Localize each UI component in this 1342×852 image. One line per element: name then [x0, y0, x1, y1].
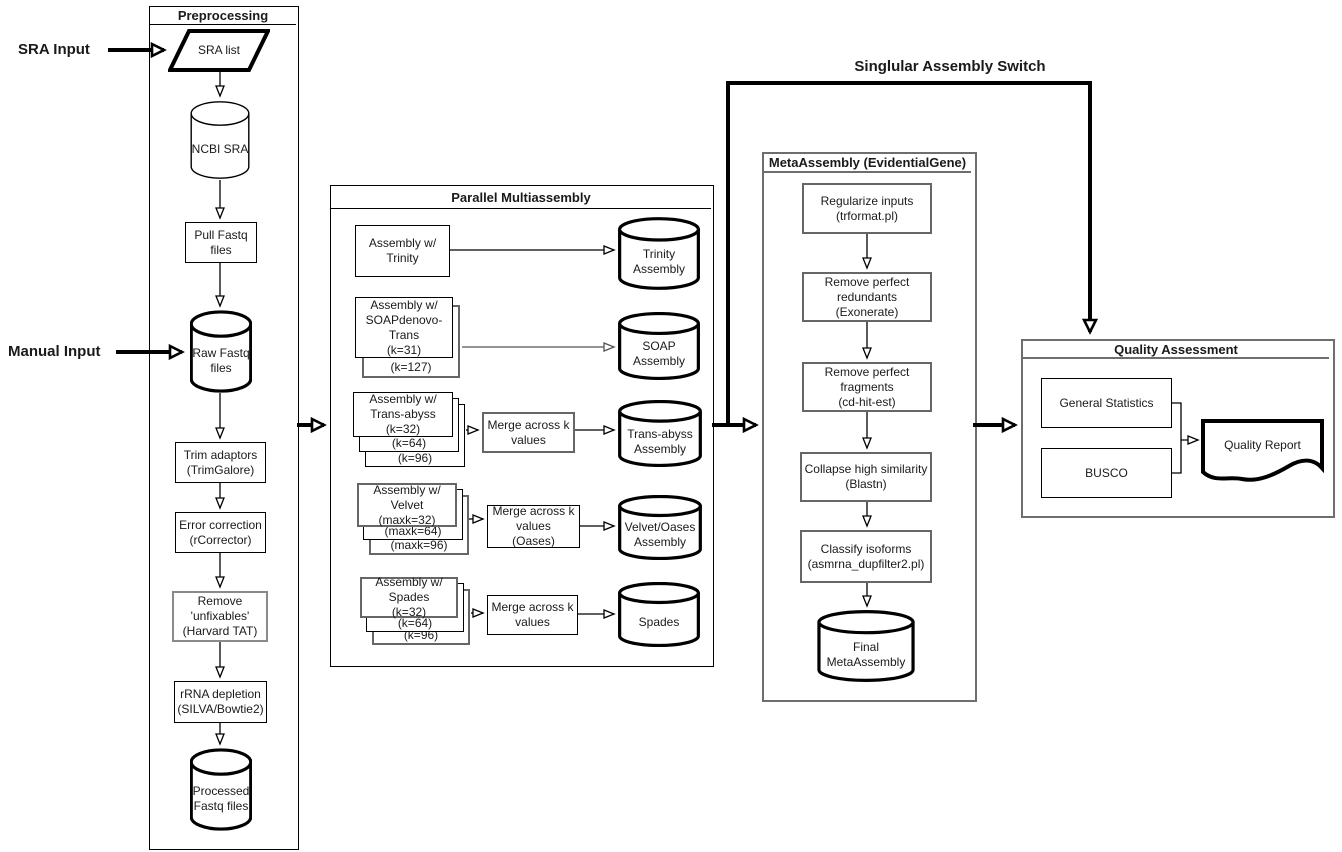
assembly-spades-node: Assembly w/ Spades (k=32): [360, 575, 458, 619]
remove-unfixables-node: Remove 'unfixables' (Harvard TAT): [172, 591, 268, 642]
merge-spades-node: Merge across k values: [487, 595, 578, 635]
sra-input-label: SRA Input: [18, 41, 90, 58]
multiassembly-title: Parallel Multiassembly: [331, 186, 711, 209]
trinity-assembly-label: Trinity Assembly: [632, 247, 685, 277]
preprocessing-title: Preprocessing: [150, 7, 296, 25]
parallelogram-shape: [168, 29, 270, 72]
sra-list-label: SRA list: [197, 43, 240, 57]
processed-fastq-datastore: Processed Fastq files: [190, 748, 252, 831]
transabyss-assembly-datastore: Trans-abyss Assembly: [618, 400, 702, 467]
merge-transabyss-node: Merge across k values: [482, 412, 575, 453]
processed-fastq-label: Processed Fastq files: [192, 784, 250, 814]
remove-redundants-node: Remove perfect redundants (Exonerate): [802, 272, 932, 322]
regularize-inputs-node: Regularize inputs (trformat.pl): [802, 183, 932, 234]
assembly-velvet-node: Assembly w/ Velvet (maxk=32): [357, 483, 457, 527]
ncbi-sra-label: NCBI SRA: [191, 142, 249, 157]
rrna-depletion-node: rRNA depletion (SILVA/Bowtie2): [174, 681, 267, 723]
spades-assembly-label: Spades: [638, 614, 680, 629]
ncbi-sra-datastore: NCBI SRA: [190, 100, 250, 180]
cylinder-shape: [190, 310, 252, 393]
cylinder-shape: [190, 100, 250, 180]
soap-assembly-label: SOAP Assembly: [632, 339, 685, 369]
raw-fastq-datastore: Raw Fastq files: [190, 310, 252, 393]
velvet-oases-assembly-datastore: Velvet/Oases Assembly: [618, 495, 702, 560]
singular-assembly-switch-label: Singlular Assembly Switch: [854, 58, 1046, 75]
assembly-transabyss-node: Assembly w/ Trans-abyss (k=32): [353, 392, 453, 437]
preprocessing-container: [149, 6, 299, 850]
soap-assembly-datastore: SOAP Assembly: [618, 312, 700, 380]
cylinder-shape: [190, 748, 252, 831]
quality-title: Quality Assessment: [1023, 341, 1329, 359]
cylinder-shape: [618, 312, 700, 380]
final-metaassembly-datastore: Final MetaAssembly: [817, 610, 915, 682]
assembly-soap-node: Assembly w/ SOAPdenovo- Trans (k=31): [355, 297, 453, 358]
cylinder-shape: [618, 400, 702, 467]
cylinder-shape: [618, 495, 702, 560]
classify-isoforms-node: Classify isoforms (asmrna_dupfilter2.pl): [800, 530, 932, 583]
manual-input-label: Manual Input: [8, 343, 101, 360]
sra-list-node: SRA list: [168, 29, 270, 72]
cylinder-shape: [817, 610, 915, 682]
trim-adaptors-node: Trim adaptors (TrimGalore): [175, 442, 266, 483]
collapse-similarity-node: Collapse high similarity (Blastn): [800, 452, 932, 502]
cylinder-shape: [618, 582, 700, 647]
busco-node: BUSCO: [1041, 448, 1172, 498]
pull-fastq-node: Pull Fastq files: [185, 222, 257, 263]
error-correction-node: Error correction (rCorrector): [175, 512, 266, 553]
general-statistics-node: General Statistics: [1041, 378, 1172, 428]
remove-fragments-node: Remove perfect fragments (cd-hit-est): [802, 362, 932, 412]
merge-oases-node: Merge across k values (Oases): [487, 504, 580, 548]
raw-fastq-label: Raw Fastq files: [192, 346, 250, 376]
velvet-oases-assembly-label: Velvet/Oases Assembly: [624, 520, 696, 550]
quality-report-label: Quality Report: [1224, 437, 1301, 452]
transabyss-assembly-label: Trans-abyss Assembly: [627, 426, 693, 456]
spades-assembly-datastore: Spades: [618, 582, 700, 647]
document-shape: [1200, 418, 1325, 490]
assembly-trinity-node: Assembly w/ Trinity: [355, 225, 450, 277]
cylinder-shape: [618, 217, 700, 290]
trinity-assembly-datastore: Trinity Assembly: [618, 217, 700, 290]
quality-report-document: Quality Report: [1200, 418, 1325, 490]
final-metaassembly-label: Final MetaAssembly: [826, 639, 906, 669]
metaassembly-title: MetaAssembly (EvidentialGene): [764, 154, 971, 173]
quality-container: [1021, 339, 1335, 518]
